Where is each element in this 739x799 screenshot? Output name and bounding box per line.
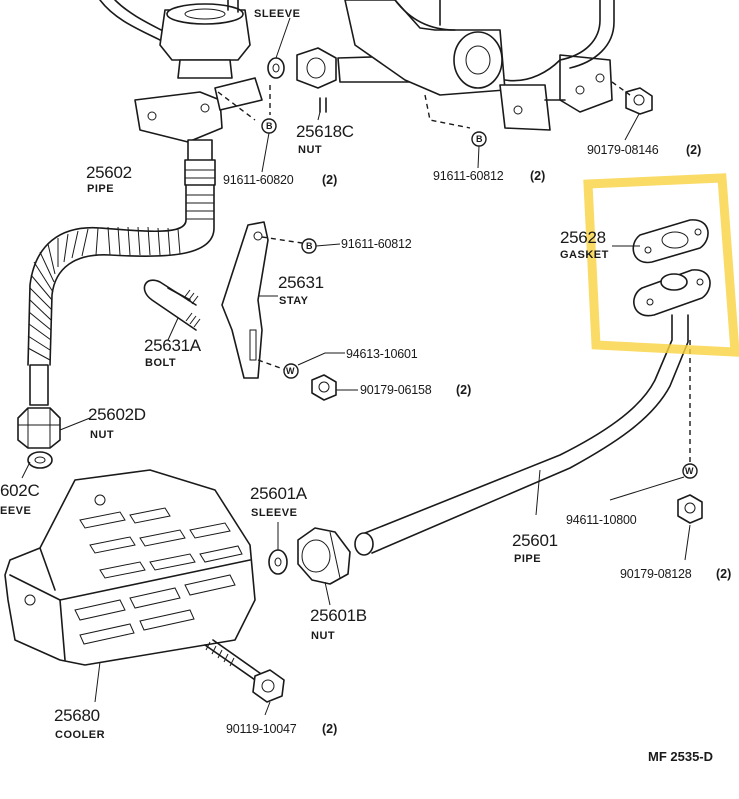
svg-text:B: B <box>306 241 313 251</box>
pipe-flange-drawing <box>633 269 711 317</box>
qty-91611-60812-top: (2) <box>530 169 545 183</box>
pipe-25601-drawing <box>354 314 689 556</box>
qty-90179-08146: (2) <box>686 143 701 157</box>
part-number-25628: 25628 <box>560 228 606 247</box>
ref-94611-10800: 94611-10800 <box>566 513 637 527</box>
gasket-highlight-box <box>583 173 739 357</box>
qty-90179-08128: (2) <box>716 567 731 581</box>
svg-text:B: B <box>266 121 273 131</box>
part-name-25602c: EEVE <box>0 505 31 517</box>
bolt-symbol-91611-60812: B <box>471 131 487 147</box>
part-name-25628: GASKET <box>560 249 609 261</box>
ref-91611-60812-top: 91611-60812 <box>433 169 504 183</box>
part-number-25680: 25680 <box>54 706 100 725</box>
part-number-25618c: 25618C <box>296 122 354 141</box>
svg-text:B: B <box>476 134 483 144</box>
sleeve-25601a-drawing <box>268 549 288 575</box>
ref-94613-10601: 94613-10601 <box>346 347 418 361</box>
ref-90179-08146: 90179-08146 <box>587 143 659 157</box>
part-name-25601: PIPE <box>514 553 541 565</box>
nut-90179-08146-drawing <box>625 87 653 115</box>
qty-90179-06158: (2) <box>456 383 471 397</box>
cooler-25680-drawing <box>4 469 256 666</box>
part-name-25601a: SLEEVE <box>251 507 297 519</box>
nut-25602d-drawing <box>17 407 61 449</box>
part-number-25631: 25631 <box>278 273 324 292</box>
figure-code: MF 2535-D <box>648 749 713 764</box>
gasket-25628-drawing <box>632 219 709 264</box>
ref-90179-08128: 90179-08128 <box>620 567 692 581</box>
ref-90119-10047: 90119-10047 <box>226 722 297 736</box>
manifold-drawing <box>337 0 615 131</box>
part-name-25602: PIPE <box>87 183 114 195</box>
svg-text:W: W <box>286 366 295 376</box>
part-number-25602c: 602C <box>0 481 39 500</box>
washer-symbol-94613: W <box>283 363 299 379</box>
part-name-25618c: NUT <box>298 144 322 156</box>
nut-25618c-drawing <box>296 47 337 113</box>
part-name-25601b: NUT <box>311 630 335 642</box>
sleeve-top-drawing <box>267 57 285 79</box>
svg-text:W: W <box>685 466 694 476</box>
part-name-25602d: NUT <box>90 429 114 441</box>
ref-91611-60820: 91611-60820 <box>223 173 294 187</box>
nut-90179-08128-drawing <box>677 494 703 524</box>
qty-91611-60820: (2) <box>322 173 337 187</box>
bolt-symbol-91611-60820: B <box>261 118 277 134</box>
qty-90119-10047: (2) <box>322 722 337 736</box>
part-number-25601b: 25601B <box>310 606 367 625</box>
ref-90179-06158: 90179-06158 <box>360 383 432 397</box>
bolt-symbol-stay: B <box>301 238 317 254</box>
nut-90179-06158-drawing <box>311 374 337 401</box>
part-name-25631a: BOLT <box>145 357 176 369</box>
part-name-top-sleeve: SLEEVE <box>254 8 300 20</box>
washer-symbol-94611: W <box>682 463 698 479</box>
bolt-90119-10047-drawing <box>204 639 285 703</box>
stay-25631-drawing <box>221 221 269 379</box>
pipe-25602-drawing <box>27 159 216 406</box>
part-name-25631: STAY <box>279 295 309 307</box>
egr-valve-drawing <box>99 0 263 166</box>
nut-25601b-drawing <box>297 527 351 585</box>
part-number-25602d: 25602D <box>88 405 146 424</box>
sleeve-25602c-drawing <box>27 451 53 469</box>
bolt-25631a-drawing <box>143 279 201 331</box>
part-number-25601: 25601 <box>512 531 558 550</box>
part-number-25602: 25602 <box>86 163 132 182</box>
part-number-25631a: 25631A <box>144 336 202 355</box>
ref-91611-60812-stay: 91611-60812 <box>341 237 412 251</box>
part-number-25601a: 25601A <box>250 484 308 503</box>
part-name-25680: COOLER <box>55 729 105 741</box>
